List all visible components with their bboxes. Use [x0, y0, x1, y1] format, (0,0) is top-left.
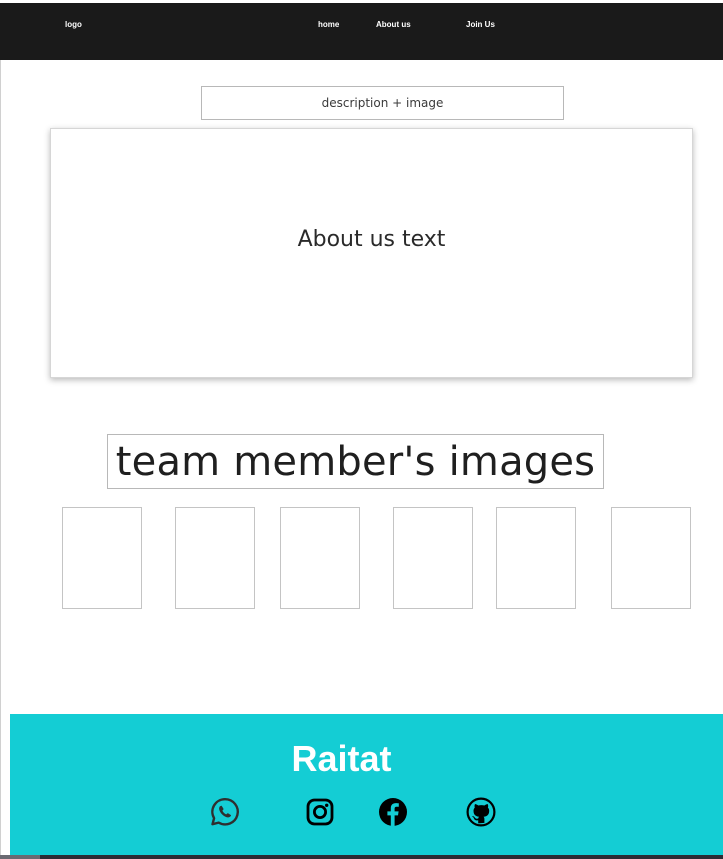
team-member-image: [496, 507, 576, 609]
nav-logo[interactable]: logo: [65, 20, 82, 29]
team-member-image: [393, 507, 473, 609]
nav-join-link[interactable]: Join Us: [466, 20, 495, 29]
team-member-image: [611, 507, 691, 609]
description-box: description + image: [201, 86, 564, 120]
navbar: logo home About us Join Us: [0, 3, 723, 60]
team-member-image: [280, 507, 360, 609]
whatsapp-icon[interactable]: [209, 796, 241, 828]
top-strip: [0, 0, 723, 3]
team-member-image: [175, 507, 255, 609]
bottom-scrollbar-thumb[interactable]: [0, 855, 40, 859]
nav-home-link[interactable]: home: [318, 20, 340, 29]
about-card: About us text: [50, 128, 693, 378]
team-heading: team member's images: [107, 434, 604, 489]
page-left-border: [0, 60, 1, 859]
nav-about-link[interactable]: About us: [376, 20, 411, 29]
github-icon[interactable]: [465, 796, 497, 828]
instagram-icon[interactable]: [304, 796, 336, 828]
facebook-icon[interactable]: [377, 796, 409, 828]
footer-brand: Raitat: [291, 738, 392, 779]
team-member-image: [62, 507, 142, 609]
about-text: About us text: [297, 227, 446, 252]
bottom-scrollbar-track: [0, 855, 723, 859]
footer: [10, 714, 723, 859]
